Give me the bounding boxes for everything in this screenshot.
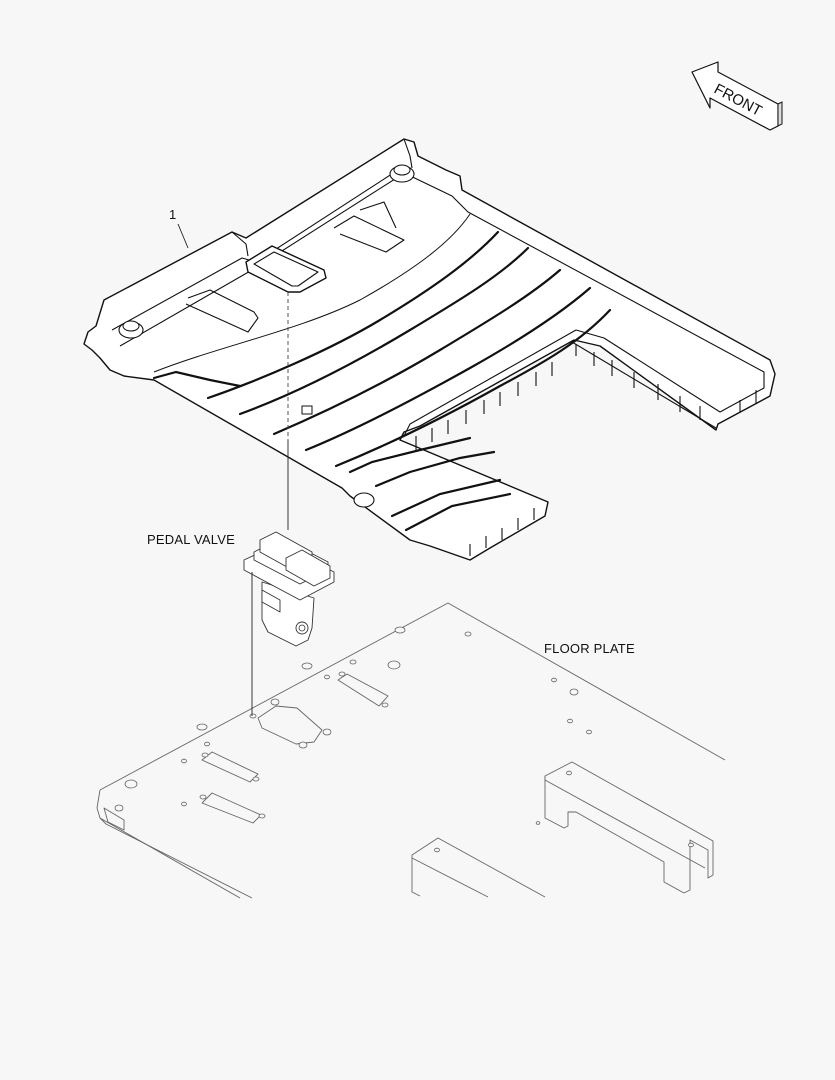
floor-plate <box>96 602 726 899</box>
front-arrow-icon: FRONT <box>691 61 783 131</box>
floor-mat <box>83 138 776 716</box>
callout-1-leader <box>177 223 189 249</box>
pedal-valve <box>243 531 335 647</box>
callout-number-1: 1 <box>169 207 177 222</box>
pedal-valve-label: PEDAL VALVE <box>147 532 235 547</box>
floor-plate-label: FLOOR PLATE <box>544 641 635 656</box>
